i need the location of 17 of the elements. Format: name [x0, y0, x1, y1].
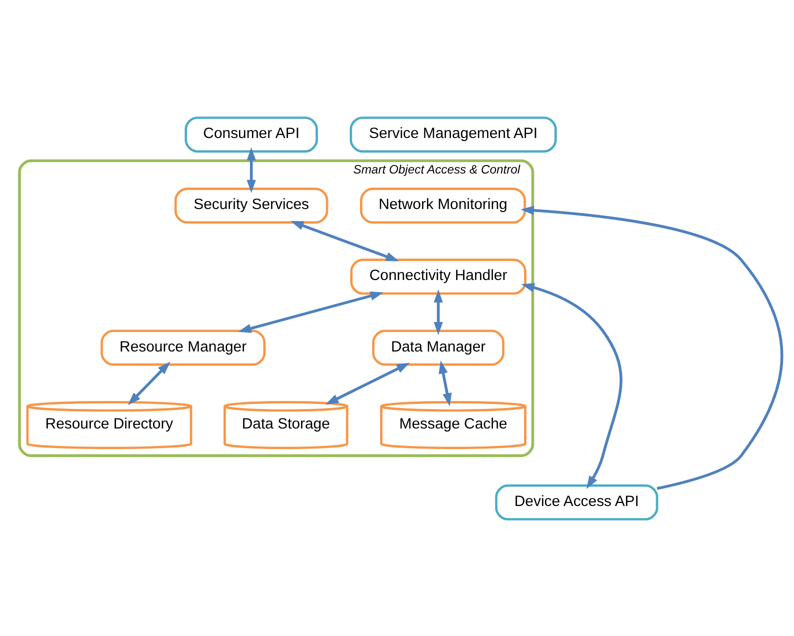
arrow	[325, 362, 410, 404]
arrow	[246, 146, 256, 192]
arrow	[238, 290, 384, 332]
node-box: Security Services	[174, 187, 328, 224]
node-box: Service Management API	[350, 116, 557, 152]
arrow	[434, 288, 443, 335]
arrow	[438, 360, 452, 406]
arrow	[521, 282, 622, 489]
node-box: Data Manager	[372, 329, 504, 366]
arrow	[290, 220, 400, 261]
node-box: Resource Manager	[100, 329, 266, 366]
arrow	[520, 205, 784, 490]
node-box: Consumer API	[184, 116, 318, 152]
node-box: Network Monitoring	[360, 187, 526, 224]
arrow	[128, 361, 170, 405]
node-box: Device Access API	[495, 484, 658, 520]
node-box: Connectivity Handler	[350, 258, 526, 294]
